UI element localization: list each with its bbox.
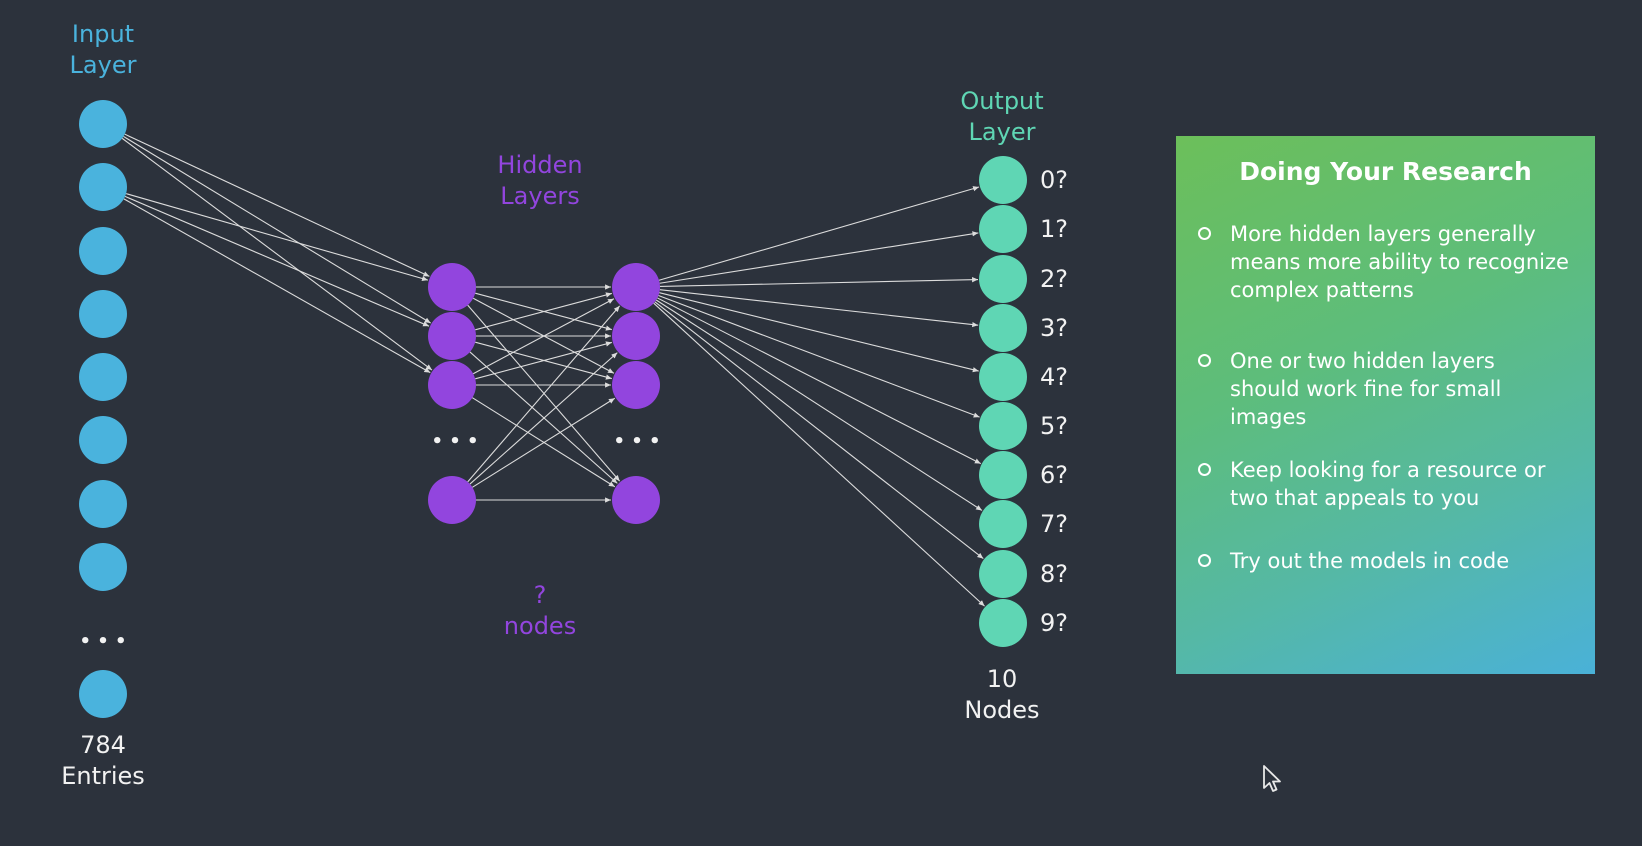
- bullet-text: Keep looking for a resource or two that …: [1230, 458, 1546, 510]
- output-layer-label-line2: Layer: [968, 118, 1036, 146]
- edge-input-to-hidden: [125, 193, 429, 282]
- edge-hidden-to-hidden: [472, 397, 616, 488]
- output-node: [979, 451, 1027, 499]
- output-label-4: 4?: [1040, 363, 1069, 391]
- research-panel: Doing Your Research More hidden layers g…: [1176, 136, 1595, 674]
- output-node: [979, 205, 1027, 253]
- hidden-layer-1-node: [428, 476, 476, 524]
- input-node: [79, 290, 127, 338]
- edge-hidden-to-output: [657, 297, 982, 465]
- hidden-layer-2-ellipsis: • • •: [613, 431, 661, 452]
- input-node: [79, 543, 127, 591]
- edge-hidden-to-output: [659, 292, 979, 373]
- hidden-count-unit: nodes: [503, 612, 577, 640]
- output-label-6: 6?: [1040, 461, 1069, 489]
- edge-hidden-to-hidden: [475, 292, 612, 331]
- output-node: [979, 402, 1027, 450]
- edge-input-to-hidden: [121, 137, 433, 371]
- input-count-label: 784 Entries: [48, 730, 158, 792]
- edge-hidden-to-output: [658, 186, 980, 281]
- edge-hidden-to-output: [659, 289, 979, 328]
- output-node: [979, 304, 1027, 352]
- hidden-layers-label-line1: Hidden: [497, 151, 583, 179]
- bullet-text: Try out the models in code: [1230, 549, 1510, 573]
- input-layer-label: Input Layer: [58, 19, 148, 81]
- input-count-unit: Entries: [61, 762, 145, 790]
- output-count-number: 10: [986, 665, 1018, 693]
- input-count-number: 784: [80, 731, 126, 759]
- edge-input-to-hidden: [123, 135, 431, 324]
- bullet-text: One or two hidden layers should work fin…: [1230, 349, 1502, 429]
- edge-hidden-to-hidden: [475, 341, 612, 380]
- output-label-3: 3?: [1040, 314, 1069, 342]
- hidden-count-label: ? nodes: [480, 580, 600, 642]
- hidden-layer-1-node: [428, 312, 476, 360]
- output-label-9: 9?: [1040, 609, 1069, 637]
- hidden-layers-label-line2: Layers: [500, 182, 580, 210]
- hidden-layer-1-node: [428, 263, 476, 311]
- mouse-cursor-icon: [1263, 765, 1281, 792]
- input-ellipsis: • • •: [79, 631, 127, 652]
- bullet-text: More hidden layers generally means more …: [1230, 222, 1569, 302]
- hidden-count-number: ?: [533, 581, 547, 609]
- edge-hidden-to-output: [655, 299, 983, 511]
- edge-hidden-to-output: [659, 231, 979, 284]
- output-count-label: 10 Nodes: [942, 664, 1062, 726]
- output-label-2: 2?: [1040, 265, 1069, 293]
- input-node: [79, 353, 127, 401]
- edge-input-to-hidden: [124, 133, 430, 277]
- output-layer-label-line1: Output: [960, 87, 1044, 115]
- edge-hidden-to-output: [653, 302, 985, 607]
- hidden-layers-label: Hidden Layers: [480, 150, 600, 212]
- hidden-layer-2-node: [612, 476, 660, 524]
- hidden-layer-2-node: [612, 361, 660, 409]
- input-layer-label-line1: Input: [71, 20, 135, 48]
- bullet-circle-icon: [1198, 463, 1211, 476]
- bullet-circle-icon: [1198, 354, 1211, 367]
- output-label-7: 7?: [1040, 510, 1069, 538]
- output-node: [979, 255, 1027, 303]
- output-count-unit: Nodes: [964, 696, 1040, 724]
- hidden-layer-2-node: [612, 263, 660, 311]
- edge-hidden-to-hidden: [469, 352, 618, 485]
- edge-input-to-hidden: [124, 195, 430, 327]
- bullet-circle-icon: [1198, 227, 1211, 240]
- input-node: [79, 100, 127, 148]
- edge-hidden-to-hidden: [467, 305, 621, 483]
- input-layer-label-line2: Layer: [69, 51, 137, 79]
- input-node: [79, 670, 127, 718]
- output-node: [979, 550, 1027, 598]
- output-label-1: 1?: [1040, 215, 1069, 243]
- connection-edges: [121, 133, 985, 607]
- edge-input-to-hidden: [123, 198, 431, 374]
- hidden-layer-1-ellipsis: • • •: [431, 431, 479, 452]
- hidden-layer-1-node: [428, 361, 476, 409]
- panel-title: Doing Your Research: [1239, 157, 1532, 186]
- output-node: [979, 599, 1027, 647]
- output-label-5: 5?: [1040, 412, 1069, 440]
- output-node: [979, 500, 1027, 548]
- output-node: [979, 353, 1027, 401]
- input-node: [79, 416, 127, 464]
- input-node: [79, 163, 127, 211]
- input-node: [79, 227, 127, 275]
- edge-hidden-to-hidden: [472, 298, 615, 375]
- input-node: [79, 480, 127, 528]
- output-node: [979, 156, 1027, 204]
- output-label-0: 0?: [1040, 166, 1069, 194]
- edge-hidden-to-output: [658, 294, 980, 418]
- hidden-layer-2-node: [612, 312, 660, 360]
- edge-hidden-to-output: [654, 301, 984, 560]
- output-label-8: 8?: [1040, 560, 1069, 588]
- edge-hidden-to-output: [659, 277, 979, 288]
- output-layer-label: Output Layer: [942, 86, 1062, 148]
- bullet-circle-icon: [1198, 554, 1211, 567]
